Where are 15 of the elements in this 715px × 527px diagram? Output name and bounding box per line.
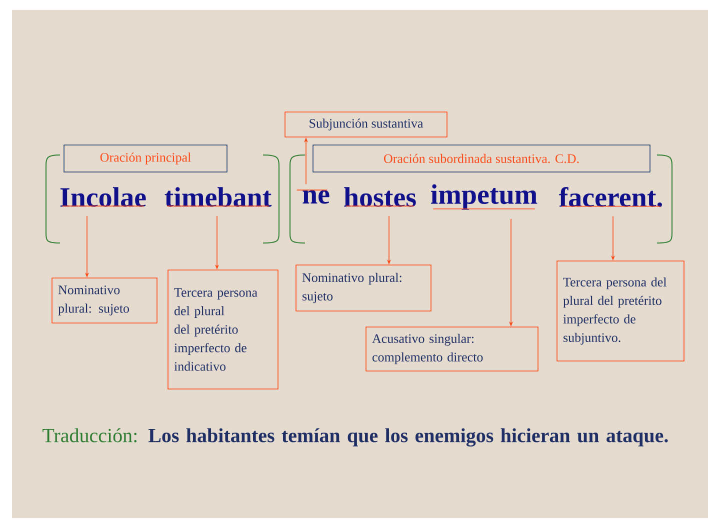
note-box: Nominativo plural: sujeto — [52, 278, 158, 324]
translation-text: Traducción: Los habitantes temían que los enemigos hicieran un ataque. — [42, 428, 668, 446]
latin-word: facerent. — [559, 186, 662, 208]
note-box: Nominativo plural: sujeto — [296, 264, 432, 312]
note-box: Tercera persona del plural del pretérito imperfecto de indicativo — [168, 270, 278, 390]
latin-word: timebant — [164, 187, 272, 207]
latin-word: Incolae — [60, 187, 146, 207]
note-box: Tercera persona del plural del pretérito imperfecto de subjuntivo. — [556, 260, 684, 362]
clause-box: Oración subordinada sustantiva. C.D. — [312, 144, 650, 172]
note-box: Acusativo singular: complemento directo — [366, 326, 538, 372]
latin-word: impetum — [430, 184, 538, 210]
latin-word: hostes — [344, 187, 416, 207]
clause-box: Oración principal — [64, 144, 228, 172]
latin-word: ne — [302, 190, 330, 204]
label-box: Subjunción sustantiva — [284, 112, 448, 138]
